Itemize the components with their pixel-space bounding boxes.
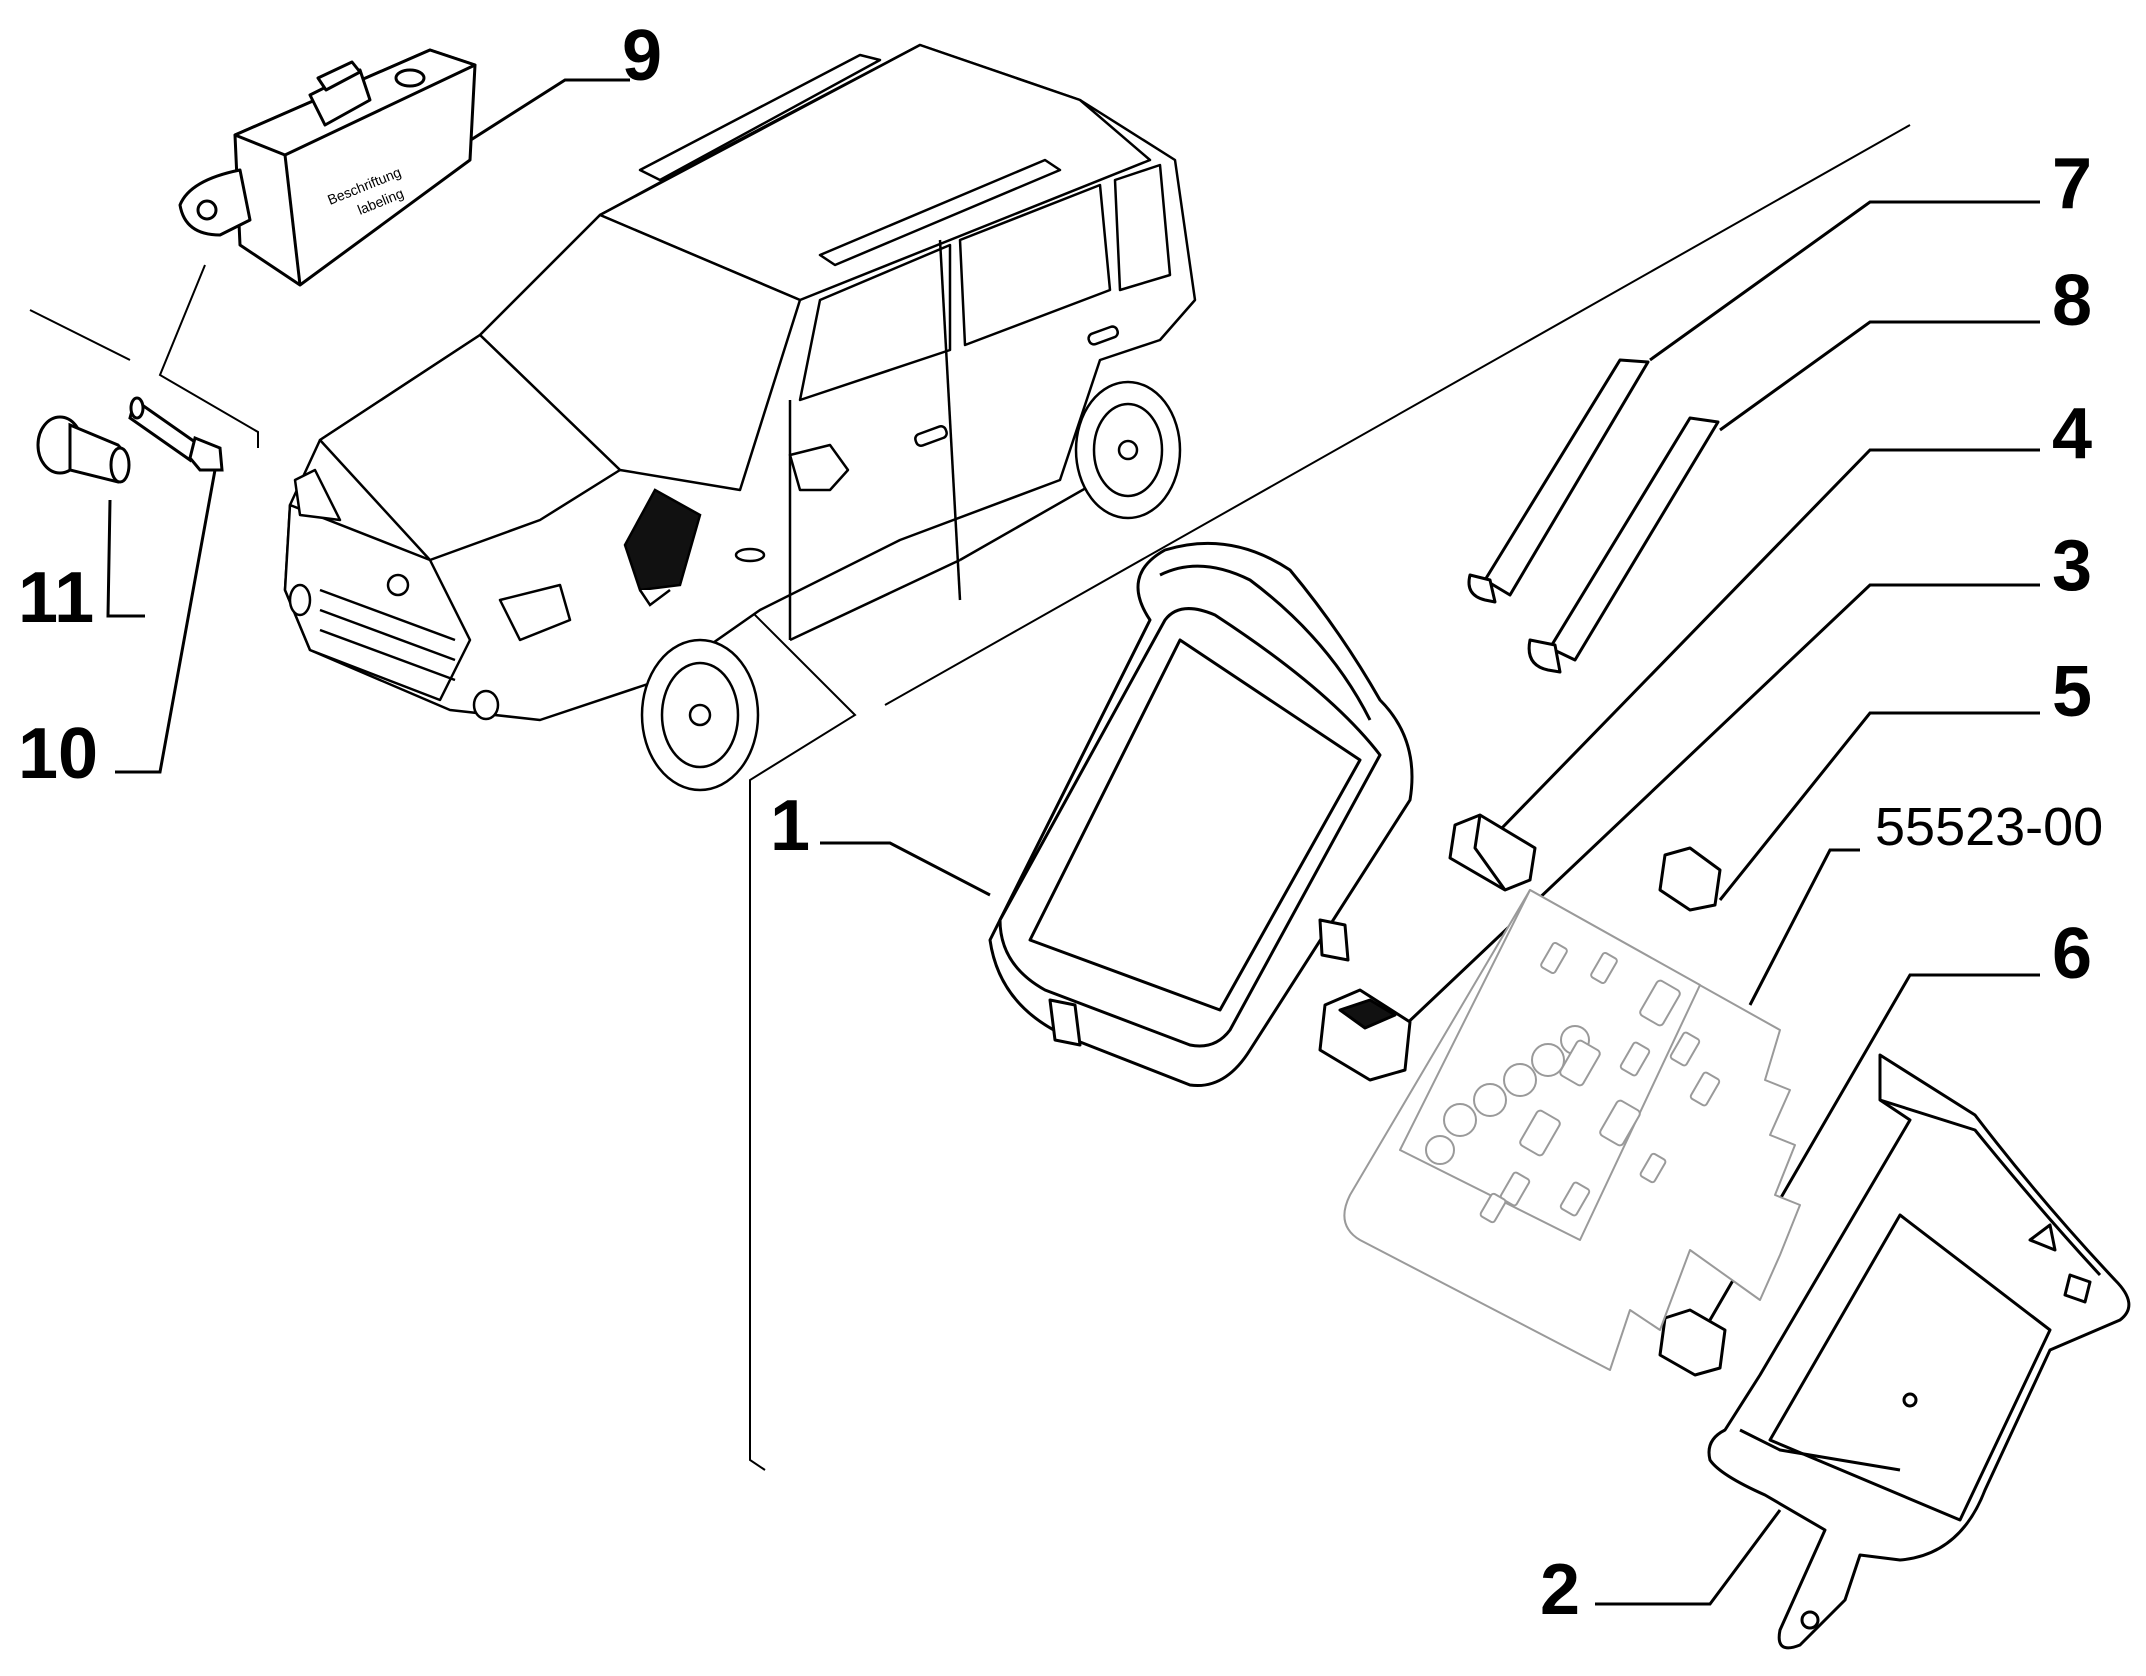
leader-55523 xyxy=(1748,848,1860,1006)
leader-11 xyxy=(106,499,145,618)
drawing-code: 55523-00 xyxy=(1875,797,2104,857)
leader-2 xyxy=(1595,1509,1782,1606)
leader-8 xyxy=(1719,320,2040,432)
fuse-cover-part-1 xyxy=(988,541,1414,1088)
bolt-part-10 xyxy=(128,396,224,472)
leader-4 xyxy=(1498,448,2040,832)
relay-part-5 xyxy=(1658,846,1722,912)
callout-8: 8 xyxy=(2052,261,2093,341)
relay-part-3 xyxy=(1318,988,1412,1082)
callout-10: 10 xyxy=(18,714,99,794)
callout-3: 3 xyxy=(2052,526,2093,606)
fuse-box-body xyxy=(1343,889,1801,1371)
nut-part-11 xyxy=(36,415,131,484)
guide-line-9 xyxy=(29,309,131,361)
callout-2: 2 xyxy=(1540,1550,1581,1630)
tray-part-2 xyxy=(1707,1053,2131,1650)
leader-7 xyxy=(1649,200,2040,362)
callout-4: 4 xyxy=(2052,394,2093,474)
leader-5 xyxy=(1718,711,2040,901)
callout-7: 7 xyxy=(2052,144,2093,224)
strip-part-7 xyxy=(1467,358,1650,604)
callout-1: 1 xyxy=(770,786,811,866)
leader-10 xyxy=(115,469,217,774)
leader-lines xyxy=(106,78,2040,1606)
car-fusebox-location xyxy=(623,488,702,607)
bracket-1 xyxy=(709,569,857,1471)
callout-11: 11 xyxy=(18,558,95,638)
module-part-9 xyxy=(178,48,477,287)
callout-9: 9 xyxy=(622,16,663,96)
leader-1 xyxy=(820,841,991,897)
callout-6: 6 xyxy=(2052,914,2093,994)
bracket-lines xyxy=(29,124,1911,1471)
leader-3 xyxy=(1398,583,2040,1032)
leader-9 xyxy=(454,78,630,152)
relay-part-4 xyxy=(1448,813,1537,892)
callout-5: 5 xyxy=(2052,652,2093,732)
guide-line-diagonal xyxy=(884,124,1911,706)
strip-part-8 xyxy=(1527,416,1720,674)
relay-part-6 xyxy=(1658,1308,1727,1377)
bracket-9 xyxy=(158,264,259,448)
car-illustration xyxy=(283,43,1197,792)
